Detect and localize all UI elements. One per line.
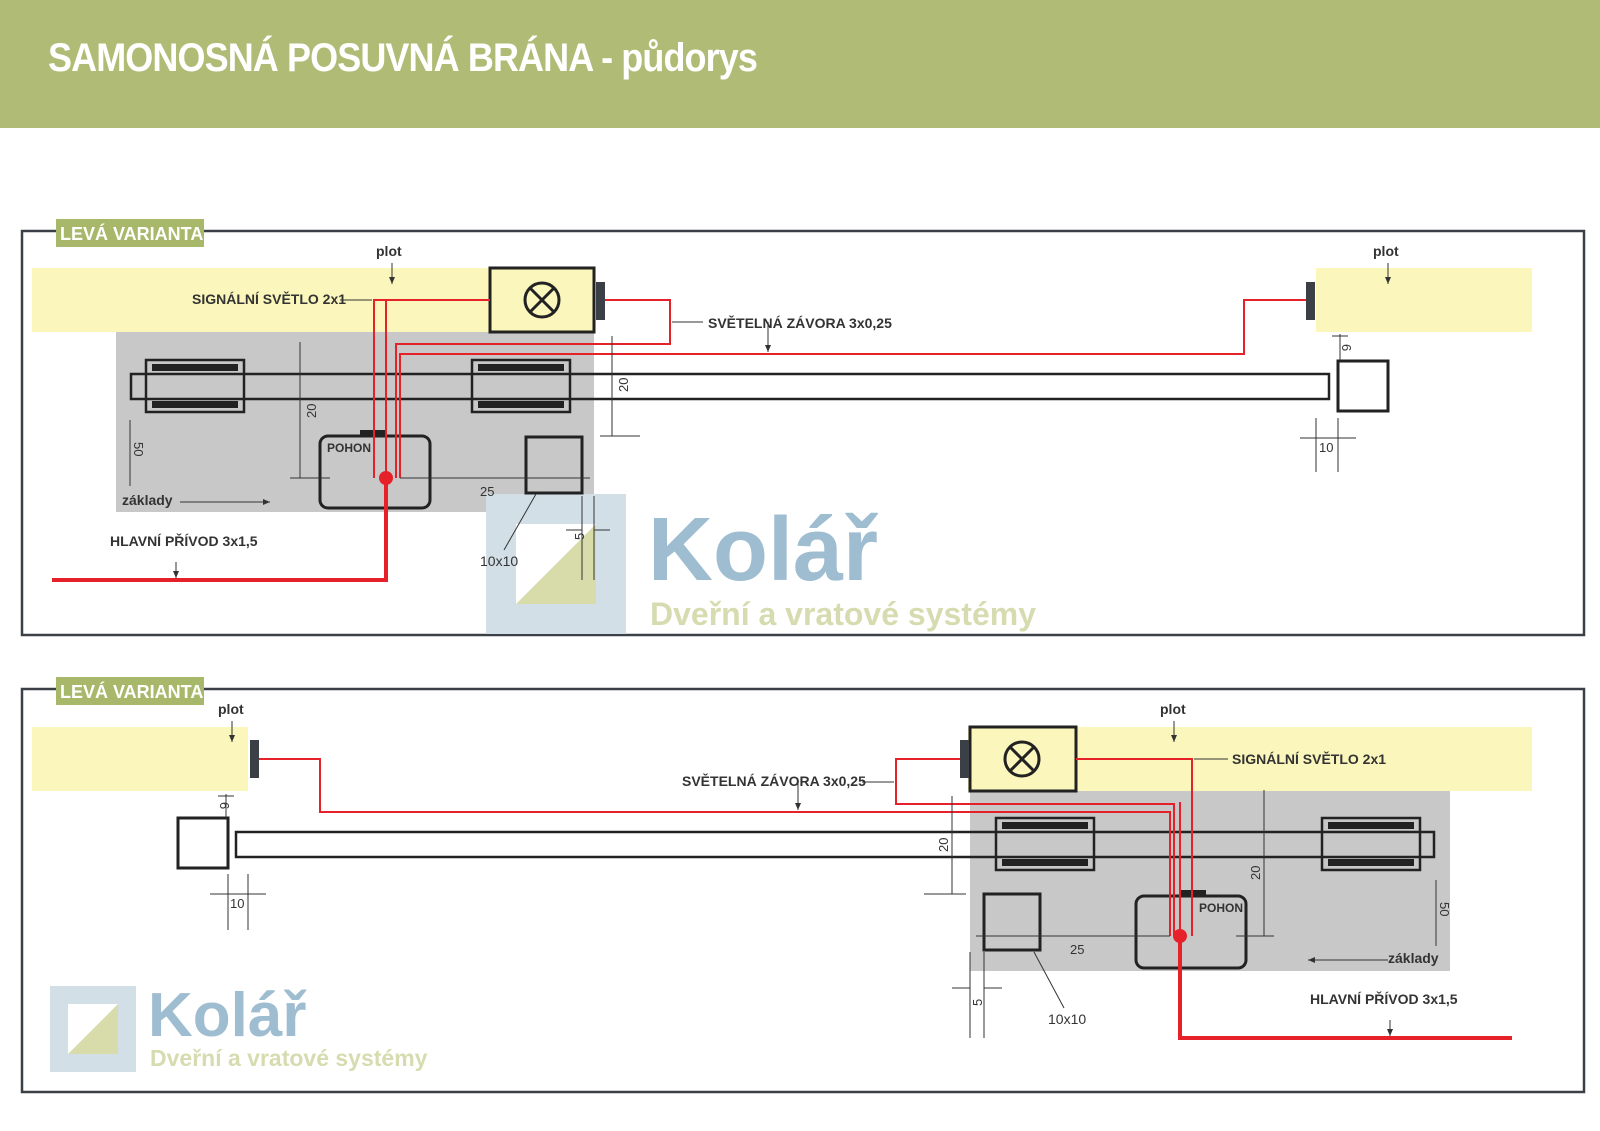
logo-triangle-icon	[516, 524, 596, 604]
dim-5: 5	[970, 999, 985, 1006]
panel-top: LEVÁ VARIANTA Kolář Dveřní a vratové sys…	[20, 219, 1586, 637]
dim-20-b: 20	[1248, 866, 1263, 880]
end-post	[176, 816, 230, 870]
cable-routing	[259, 758, 1193, 936]
plot-label-left: plot	[376, 243, 402, 259]
end-post	[1336, 359, 1390, 413]
drive-label: POHON	[1199, 901, 1243, 915]
panel-bottom: LEVÁ VARIANTA Kolář Dveřní a vratové sys…	[20, 677, 1586, 1094]
header-bar: SAMONOSNÁ POSUVNÁ BRÁNA - půdorys	[0, 0, 1600, 128]
roller-left	[994, 816, 1096, 872]
photocell-left	[596, 282, 605, 320]
dim-25: 25	[1070, 942, 1084, 957]
variant-badge-text: LEVÁ VARIANTA	[60, 681, 203, 702]
dim-10: 10	[230, 896, 244, 911]
panel-frame	[20, 229, 1586, 637]
dim-50: 50	[131, 442, 146, 456]
signal-light-icon	[1003, 740, 1041, 778]
plot-label-left: plot	[218, 701, 244, 717]
signal-light-label: SIGNÁLNÍ SVĚTLO 2x1	[1232, 750, 1386, 767]
foundation-area	[970, 791, 1450, 971]
cable-routing	[373, 299, 1306, 478]
foundation-area	[116, 332, 594, 512]
foundations-label: základy	[1388, 950, 1439, 966]
post-size-label: 10x10	[480, 553, 518, 569]
gate-beam	[129, 372, 1331, 401]
variant-badge-text: LEVÁ VARIANTA	[60, 223, 203, 244]
guide-post	[524, 435, 584, 495]
page-title: SAMONOSNÁ POSUVNÁ BRÁNA - půdorys	[48, 36, 758, 80]
light-barrier-label: SVĚTELNÁ ZÁVORA 3x0,25	[708, 314, 892, 331]
gate-beam	[234, 830, 1436, 859]
guide-post	[982, 892, 1042, 952]
dim-6: 6	[1339, 344, 1354, 351]
photocell-left	[250, 740, 259, 778]
logo-tagline: Dveřní a vratové systémy	[150, 1045, 428, 1071]
signal-light-label: SIGNÁLNÍ SVĚTLO 2x1	[192, 290, 346, 307]
dim-20-b: 20	[616, 378, 631, 392]
dim-6: 6	[217, 802, 232, 809]
fence-left	[32, 727, 248, 791]
junction-point	[1173, 929, 1187, 943]
logo-name: Kolář	[148, 981, 306, 1050]
dim-20-a: 20	[936, 838, 951, 852]
photocell-right	[1306, 282, 1315, 320]
roller-right	[1320, 816, 1422, 872]
main-supply-label: HLAVNÍ PŘÍVOD 3x1,5	[110, 532, 258, 549]
roller-left	[144, 358, 246, 414]
dim-20-a: 20	[304, 404, 319, 418]
kolar-logo: Kolář Dveřní a vratové systémy	[486, 494, 1036, 634]
main-supply-label: HLAVNÍ PŘÍVOD 3x1,5	[1310, 990, 1458, 1007]
logo-tagline: Dveřní a vratové systémy	[650, 596, 1036, 632]
light-barrier-label: SVĚTELNÁ ZÁVORA 3x0,25	[682, 772, 866, 789]
dim-50: 50	[1437, 902, 1452, 916]
signal-light-icon	[523, 281, 561, 319]
dim-25: 25	[480, 484, 494, 499]
roller-right	[470, 358, 572, 414]
logo-triangle-icon	[68, 1004, 118, 1054]
dim-10: 10	[1319, 440, 1333, 455]
photocell-right	[960, 740, 969, 778]
dim-5: 5	[572, 533, 587, 540]
drive-label: POHON	[327, 441, 371, 455]
foundations-label: základy	[122, 492, 173, 508]
main-supply-cable	[52, 478, 388, 582]
variant-badge	[56, 677, 204, 705]
junction-point	[379, 471, 393, 485]
panel-frame	[20, 687, 1586, 1094]
plot-label-right: plot	[1160, 701, 1186, 717]
variant-badge	[56, 219, 204, 247]
fence-right	[1316, 268, 1532, 332]
plot-label-right: plot	[1373, 243, 1399, 259]
logo-name: Kolář	[648, 500, 878, 600]
main-supply-cable	[1178, 936, 1512, 1040]
post-size-label: 10x10	[1048, 1011, 1086, 1027]
kolar-logo: Kolář Dveřní a vratové systémy	[50, 981, 428, 1072]
